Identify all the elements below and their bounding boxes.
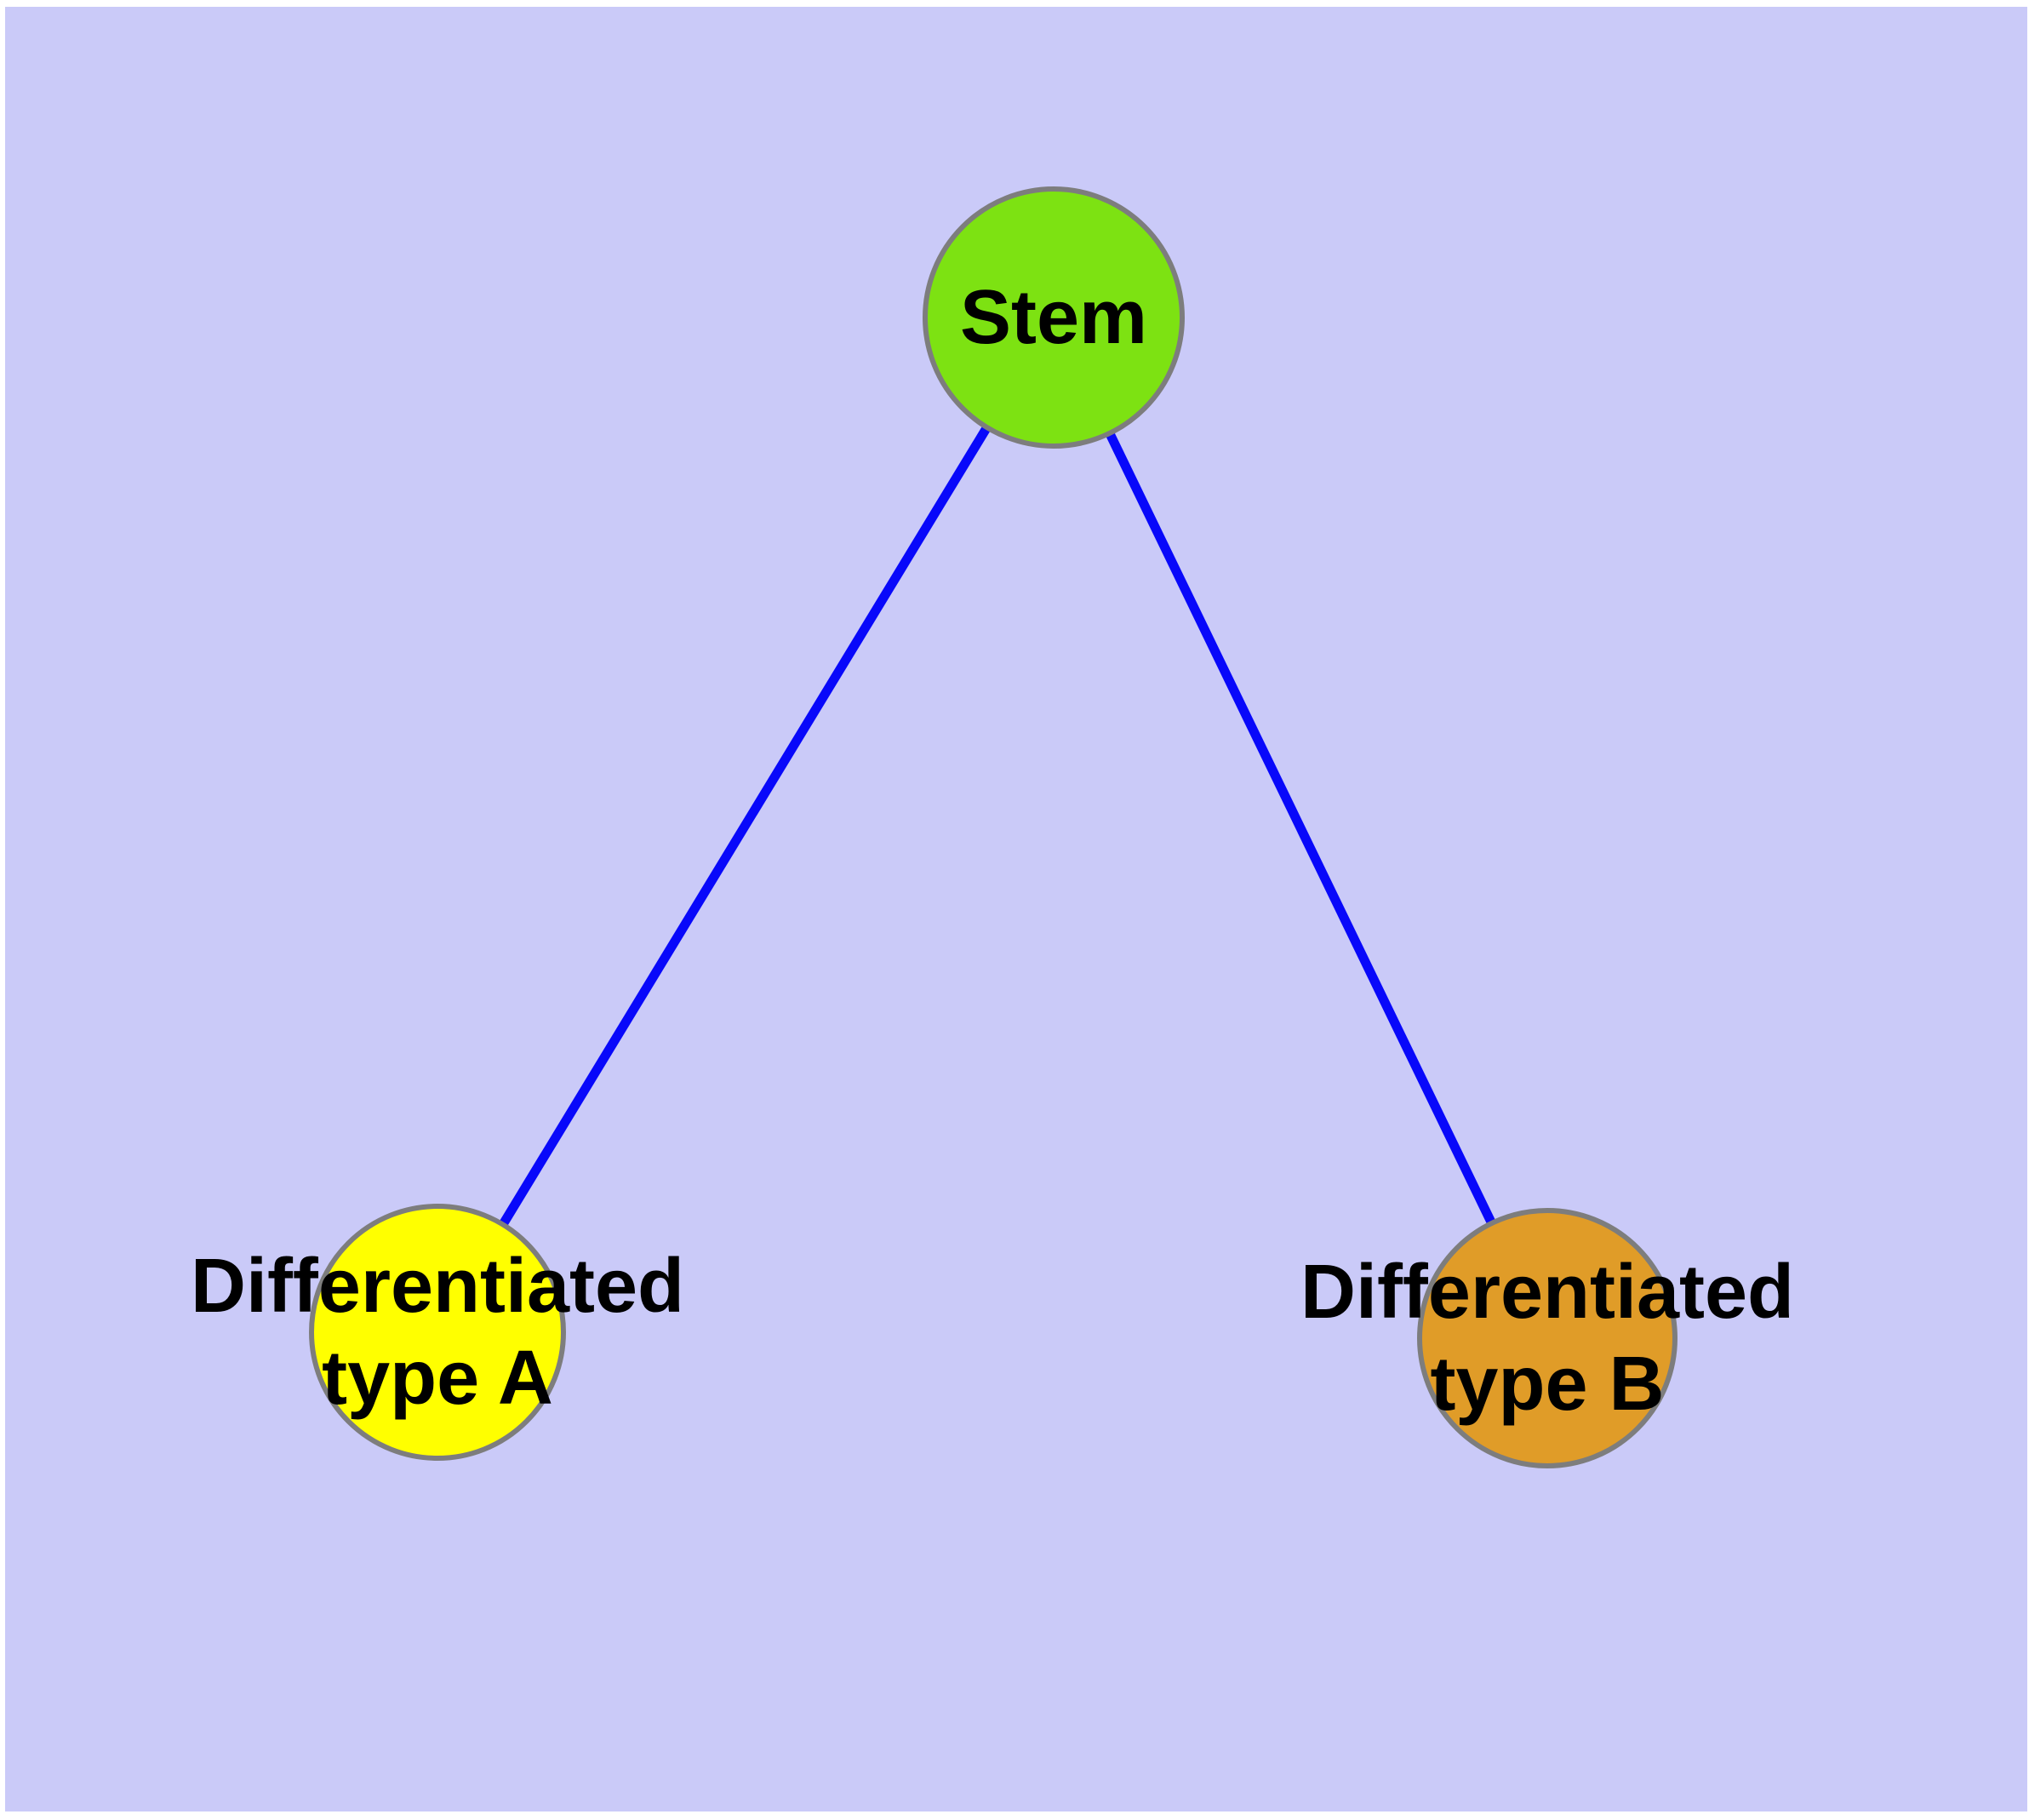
node-differentiated-type-a-circle [309, 1204, 566, 1461]
node-differentiated-type-b-circle [1417, 1208, 1677, 1468]
edge-stem-to-type-a [433, 315, 1058, 1335]
edge-stem-to-type-b [1049, 315, 1552, 1341]
node-stem-circle [923, 186, 1185, 449]
